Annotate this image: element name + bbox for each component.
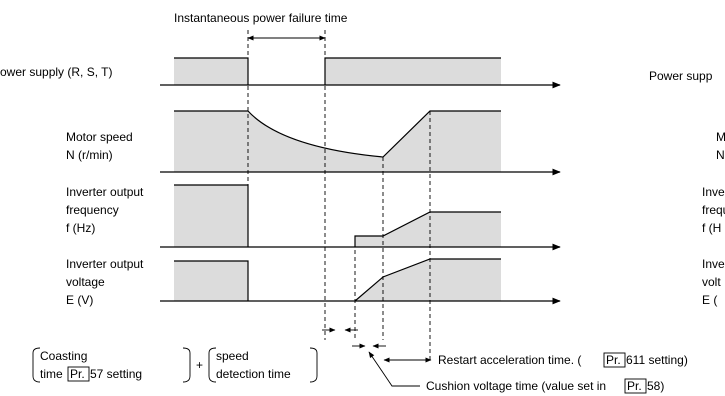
speed-detection-label-2: detection time <box>216 367 291 381</box>
pr-57-box <box>67 366 90 382</box>
voltage-label-3: E (V) <box>66 293 93 307</box>
frequency-label-3: f (Hz) <box>66 221 95 235</box>
speed-detection-label-1: speed <box>216 349 249 363</box>
voltage-fill-2 <box>355 259 501 301</box>
right-frequency-label-3: f (H <box>702 221 721 235</box>
coasting-bracket-right <box>182 347 191 383</box>
cushion-leader-line <box>368 351 420 387</box>
frequency-fill-2 <box>355 212 501 247</box>
restart-accel-label: Restart acceleration time. ( <box>438 353 581 367</box>
coasting-bracket-left <box>32 347 41 383</box>
right-voltage-label-2: volt <box>702 275 721 289</box>
coasting-label: Coasting <box>40 349 87 363</box>
pr-57-label: Pr. <box>70 367 85 381</box>
pr-58-box <box>624 378 647 394</box>
voltage-fill-1 <box>174 261 248 301</box>
voltage-edge <box>174 258 501 302</box>
right-power-supply-label: Power supp <box>649 69 713 83</box>
diagram-title: Instantaneous power failure time <box>174 11 348 25</box>
detection-bracket-left <box>208 347 217 383</box>
voltage-label-2: voltage <box>66 275 105 289</box>
right-motor-speed-label-1: M <box>716 130 725 144</box>
power-supply-label: ower supply (R, S, T) <box>0 65 112 79</box>
right-frequency-label-1: Inve <box>702 185 725 199</box>
motor-speed-label-1: Motor speed <box>66 130 133 144</box>
plus-sign: + <box>196 358 203 372</box>
right-motor-speed-label-2: N <box>716 148 725 162</box>
detection-bracket-right <box>309 347 318 383</box>
right-frequency-label-2: frequ <box>702 203 725 217</box>
frequency-label-2: frequency <box>66 203 119 217</box>
pr-58-setting: 58) <box>647 379 664 393</box>
coasting-time-label: time <box>40 367 63 381</box>
motor-speed-label-2: N (r/min) <box>66 148 113 162</box>
pr-58-label: Pr. <box>627 379 642 393</box>
pr-611-label: Pr. <box>606 353 621 367</box>
pr-611-setting: 611 setting) <box>626 353 688 367</box>
voltage-label-1: Inverter output <box>66 257 144 271</box>
right-voltage-label-3: E ( <box>702 293 717 307</box>
pr-57-setting: 57 setting <box>90 367 142 381</box>
motor-speed-curve <box>174 110 501 158</box>
frequency-fill-1 <box>174 185 248 247</box>
right-voltage-label-1: Inve <box>702 257 725 271</box>
pr-611-box <box>603 352 626 368</box>
power-on-area-2 <box>325 58 501 85</box>
motor-speed-fill <box>174 111 501 172</box>
frequency-label-1: Inverter output <box>66 185 144 199</box>
cushion-voltage-label: Cushion voltage time (value set in <box>426 379 606 393</box>
power-on-area-1 <box>174 58 248 85</box>
